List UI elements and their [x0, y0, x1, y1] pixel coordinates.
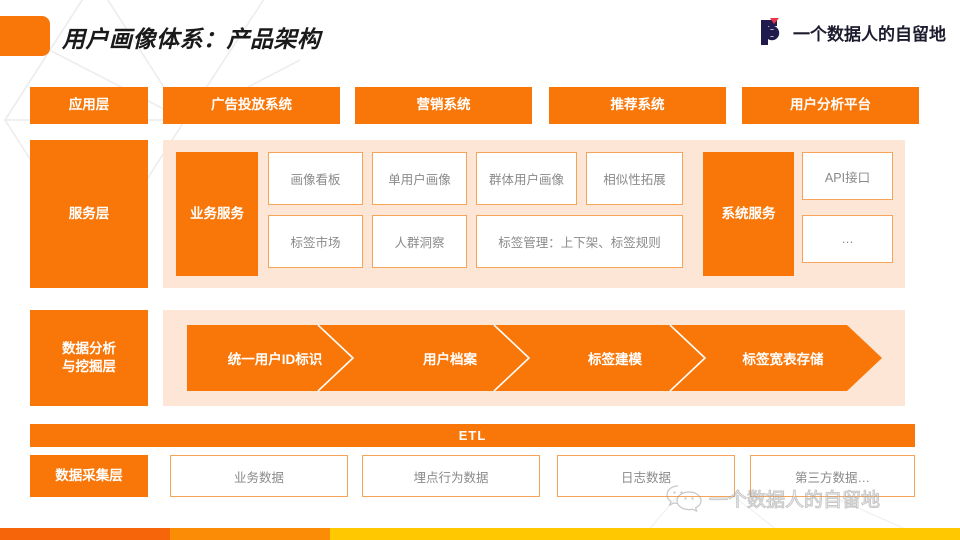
service-item-single-user-portrait[interactable]: 单用户画像: [372, 152, 467, 205]
app-item-user-analysis-platform[interactable]: 用户分析平台: [742, 87, 919, 124]
service-item-tag-market[interactable]: 标签市场: [268, 215, 363, 268]
q-logo-icon: [761, 18, 780, 45]
app-item-ad-system[interactable]: 广告投放系统: [163, 87, 340, 124]
layer-label-analysis: 数据分析 与挖掘层: [30, 310, 148, 406]
service-item-more[interactable]: …: [802, 215, 893, 263]
service-item-crowd-insight[interactable]: 人群洞察: [372, 215, 467, 268]
service-item-api[interactable]: API接口: [802, 152, 893, 200]
brand-logo: 一个数据人的自留地: [757, 17, 946, 47]
footer-segment-2: [170, 528, 330, 540]
analysis-label-line2: 与挖掘层: [62, 359, 116, 374]
service-item-similarity-expansion[interactable]: 相似性拓展: [586, 152, 683, 205]
analysis-label-line1: 数据分析: [62, 340, 116, 356]
pipeline-step-tag-wide-table-storage[interactable]: 标签宽表存储: [742, 352, 824, 367]
footer-bar: [0, 528, 960, 540]
service-item-group-user-portrait[interactable]: 群体用户画像: [476, 152, 577, 205]
service-group-system[interactable]: 系统服务: [703, 152, 794, 276]
app-item-marketing-system[interactable]: 营销系统: [355, 87, 532, 124]
layer-label-collection: 数据采集层: [30, 455, 148, 497]
page-title: 用户画像体系：产品架构: [62, 26, 321, 52]
collection-item-third-party-data[interactable]: 第三方数据…: [750, 455, 915, 497]
service-group-business[interactable]: 业务服务: [176, 152, 258, 276]
service-item-tag-management[interactable]: 标签管理：上下架、标签规则: [476, 215, 683, 268]
service-item-portrait-dashboard[interactable]: 画像看板: [268, 152, 363, 205]
app-item-recommend-system[interactable]: 推荐系统: [549, 87, 726, 124]
footer-segment-3: [330, 528, 960, 540]
pipeline-step-user-profile[interactable]: 用户档案: [423, 352, 477, 367]
footer-segment-1: [0, 528, 170, 540]
pipeline-step-tag-modeling[interactable]: 标签建模: [588, 352, 642, 367]
etl-bar: ETL: [30, 424, 915, 447]
brand-name: 一个数据人的自留地: [793, 24, 946, 44]
collection-item-log-data[interactable]: 日志数据: [557, 455, 735, 497]
collection-item-business-data[interactable]: 业务数据: [170, 455, 348, 497]
layer-label-service: 服务层: [30, 140, 148, 288]
pipeline-step-unified-id[interactable]: 统一用户ID标识: [227, 352, 323, 367]
collection-item-tracking-behavior-data[interactable]: 埋点行为数据: [362, 455, 540, 497]
layer-label-application: 应用层: [30, 87, 148, 124]
analysis-pipeline: [187, 324, 882, 392]
header-accent-chip: [0, 16, 50, 56]
